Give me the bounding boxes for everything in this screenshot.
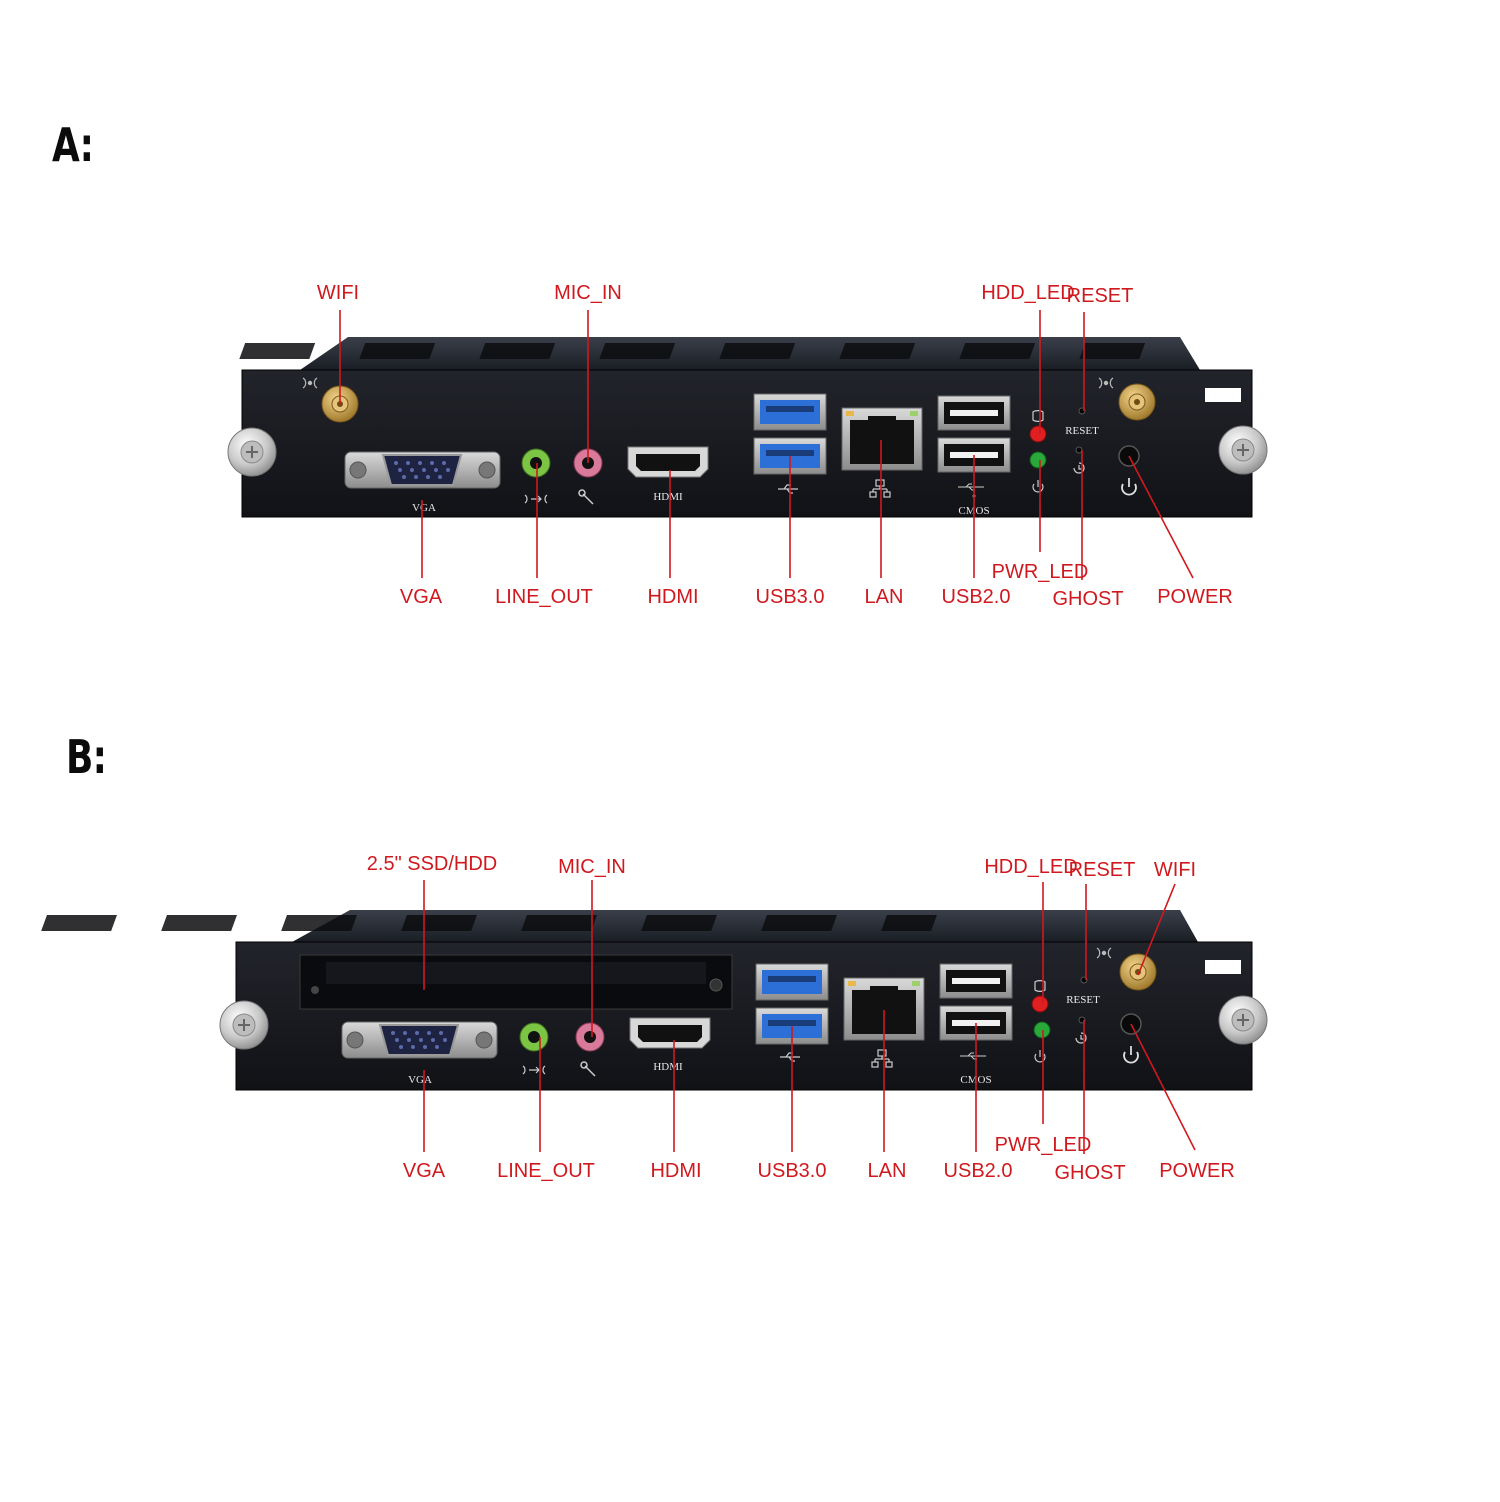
label-vga-a: VGA [400,586,443,608]
label-usb2-a: USB2.0 [942,586,1011,608]
label-vga-b: VGA [403,1160,446,1182]
hdmi-port-b [629,1017,711,1049]
power-led-icon-b [1034,1050,1046,1063]
label-reset-b: RESET [1069,859,1136,881]
bracket-slot-a [1205,388,1241,402]
silk-hdmi-b: HDMI [653,1061,683,1073]
label-hdmi-b: HDMI [650,1160,701,1182]
thumbscrew-right-b [1218,995,1268,1045]
hdd-led-b [1031,995,1049,1013]
vent-slots-a [239,343,1146,359]
label-power-a: POWER [1157,586,1233,608]
thumbscrew-left-a [227,427,277,477]
line-out-jack-b [519,1022,549,1052]
pwr-led-a [1029,451,1047,469]
silk-reset-a: RESET [1065,425,1099,437]
label-hdmi-a: HDMI [647,586,698,608]
vent-slots-b [41,915,937,931]
hdd-icon-b [1034,980,1046,992]
label-hdd-led-b: HDD_LED [984,856,1077,878]
chassis-top-b [292,910,1198,942]
label-line-out-b: LINE_OUT [497,1160,595,1182]
microphone-icon [578,489,594,505]
thumbscrew-left-b [219,1000,269,1050]
callout-labels-b: 2.5" SSD/HDD MIC_IN HDD_LED RESET WIFI V… [367,853,1235,1184]
silk-vga-a: VGA [412,502,436,514]
label-wifi-b: WIFI [1154,859,1196,881]
lan-port-a [841,407,923,471]
label-pwr-led-a: PWR_LED [992,561,1089,583]
silk-reset-b: RESET [1066,994,1100,1006]
label-lan-b: LAN [868,1160,907,1182]
hdd-icon [1032,410,1044,422]
power-led-icon [1032,480,1044,493]
ssd-hdd-tray [299,954,733,1010]
wifi-antenna-connector-a2 [1118,383,1156,421]
callout-labels-a: WIFI MIC_IN HDD_LED RESET VGA LINE_OUT H… [317,282,1233,610]
label-mic-in-a: MIC_IN [554,282,622,304]
label-mic-in-b: MIC_IN [558,856,626,878]
device-b: VGA HDMI [41,910,1268,1091]
label-line-out-a: LINE_OUT [495,586,593,608]
label-power-b: POWER [1159,1160,1235,1182]
label-ghost-a: GHOST [1052,588,1123,610]
ghost-pinhole-a [1075,446,1083,454]
pwr-led-b [1033,1021,1051,1039]
line-out-jack-a [521,448,551,478]
network-icon-b [871,1049,893,1068]
hdd-led-a [1029,425,1047,443]
wifi-symbol-icon [302,377,318,389]
power-icon [1121,478,1137,496]
thumbscrew-right-a [1218,425,1268,475]
microphone-icon-b [580,1061,596,1077]
leader-lines-b [423,880,1196,1154]
label-wifi-a: WIFI [317,282,359,304]
label-usb3-a: USB3.0 [756,586,825,608]
bracket-slot-b [1205,960,1241,974]
label-lan-a: LAN [865,586,904,608]
network-icon [869,479,891,498]
section-letter-a: A: [52,118,94,172]
label-ghost-b: GHOST [1054,1162,1125,1184]
leader-lines-a [339,310,1194,580]
vga-port-a [344,451,501,489]
label-usb2-b: USB2.0 [944,1160,1013,1182]
line-out-icon [524,494,548,504]
silk-hdmi-a: HDMI [653,491,683,503]
label-pwr-led-b: PWR_LED [995,1134,1092,1156]
wifi-symbol-icon-b [1096,947,1112,959]
wifi-symbol-icon-2 [1098,377,1114,389]
mic-in-jack-b [575,1022,605,1052]
label-usb3-b: USB3.0 [758,1160,827,1182]
label-ssd-hdd-b: 2.5" SSD/HDD [367,853,497,875]
line-out-icon-b [522,1065,546,1075]
label-reset-a: RESET [1067,285,1134,307]
label-hdd-led-a: HDD_LED [981,282,1074,304]
front-panel-a [241,369,1253,518]
hdmi-port-a [627,446,709,478]
silk-vga-b: VGA [408,1074,432,1086]
vga-port-b [341,1021,498,1059]
device-a: VGA HDMI [227,337,1268,518]
power-icon-b [1123,1046,1139,1064]
usb2-ports-b [939,963,1013,1041]
wifi-antenna-connector-b [1119,953,1157,991]
section-letter-b: B: [66,730,107,784]
